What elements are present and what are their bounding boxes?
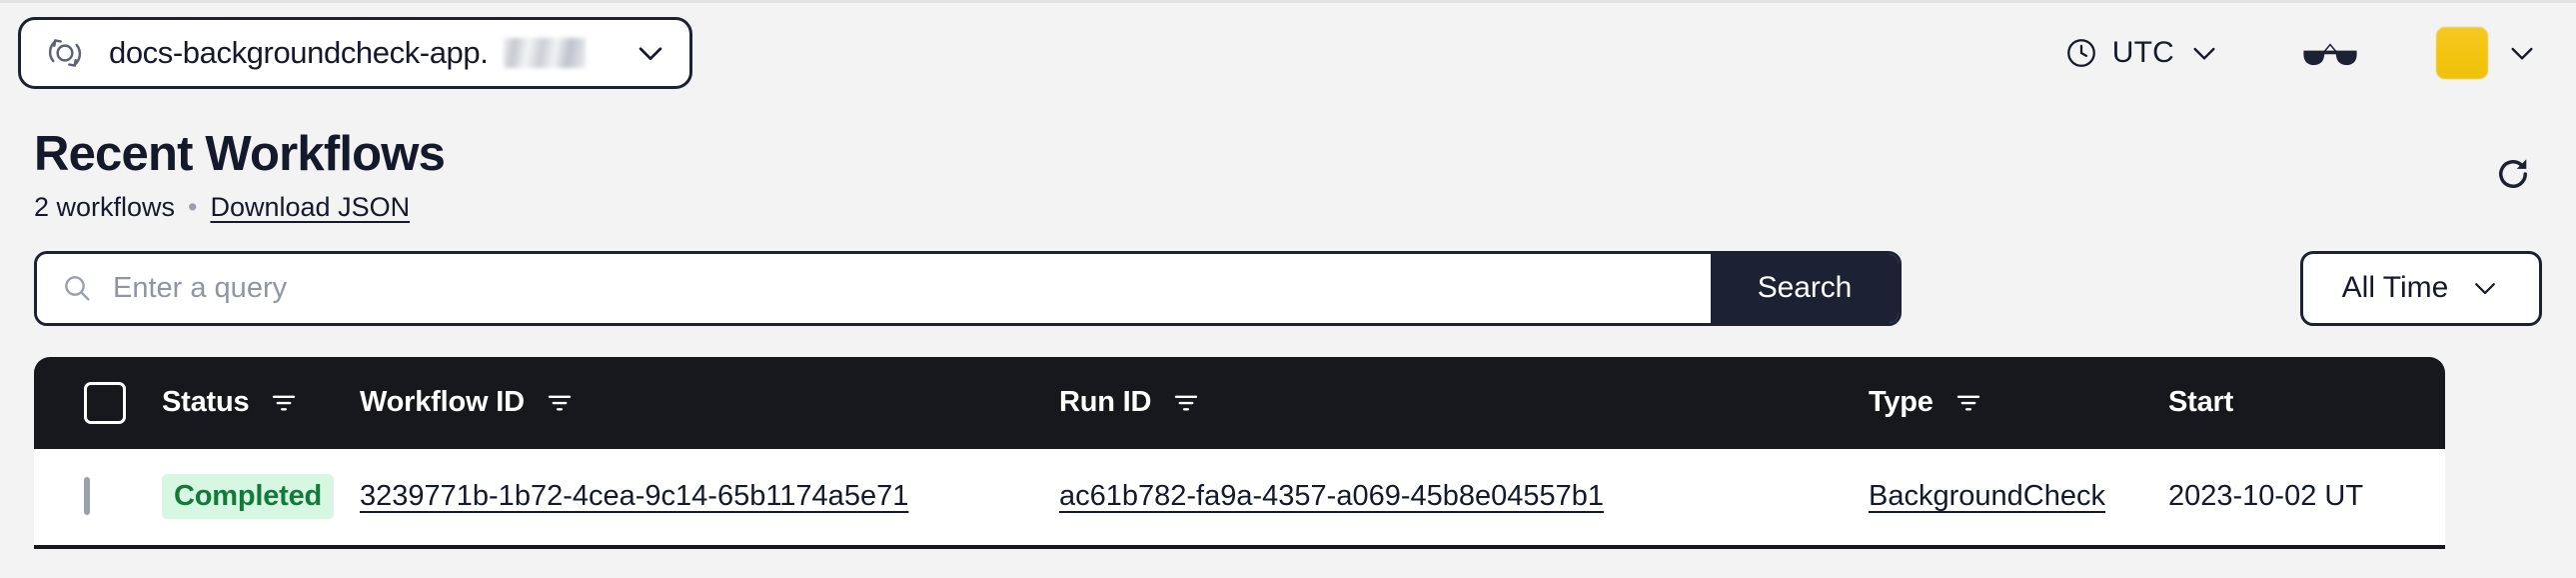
top-bar-right-controls: UTC <box>2050 23 2538 83</box>
page-title: Recent Workflows <box>34 127 446 181</box>
search-button[interactable]: Search <box>1711 253 1899 323</box>
column-header-status: Status <box>162 357 360 449</box>
filter-icon[interactable] <box>1953 388 1983 418</box>
cell-workflow-id: 3239771b-1b72-4cea-9c14-65b1174a5e71 <box>360 449 1059 547</box>
select-all-header <box>34 357 162 449</box>
cell-start: 2023-10-02 UT <box>2168 449 2445 547</box>
column-label-workflow-id: Workflow ID <box>360 386 525 419</box>
search-icon <box>61 272 93 304</box>
timezone-selector[interactable]: UTC <box>2050 26 2234 80</box>
column-label-status: Status <box>162 386 250 419</box>
download-json-link[interactable]: Download JSON <box>210 191 411 222</box>
table-row[interactable]: Completed 3239771b-1b72-4cea-9c14-65b117… <box>34 448 2445 547</box>
row-checkbox[interactable] <box>84 477 90 516</box>
3d-glasses-icon[interactable] <box>2282 23 2378 83</box>
chevron-down-icon <box>2188 37 2220 69</box>
column-label-start: Start <box>2168 386 2234 419</box>
workflow-type-link[interactable]: BackgroundCheck <box>1869 480 2105 513</box>
namespace-circular-arrows-icon <box>43 31 87 75</box>
chevron-down-icon <box>2506 37 2538 69</box>
user-menu[interactable] <box>2436 27 2538 79</box>
workflow-count: 2 workflows <box>34 191 176 222</box>
cell-type: BackgroundCheck <box>1869 449 2168 547</box>
column-header-run-id: Run ID <box>1059 357 1869 449</box>
top-bar: docs-backgroundcheck-app. UTC <box>0 0 2576 103</box>
page-content: Recent Workflows 2 workflows • Download … <box>0 103 2576 549</box>
column-header-start: Start <box>2168 357 2445 449</box>
select-all-checkbox[interactable] <box>84 381 126 424</box>
filter-icon[interactable] <box>1171 388 1201 418</box>
refresh-button[interactable] <box>2484 145 2542 203</box>
chevron-down-icon[interactable] <box>608 36 667 70</box>
cell-run-id: ac61b782-fa9a-4357-a069-45b8e04557b1 <box>1059 449 1869 547</box>
avatar <box>2436 27 2488 79</box>
time-range-label: All Time <box>2341 271 2449 305</box>
refresh-icon <box>2492 153 2534 195</box>
page-subtitle: 2 workflows • Download JSON <box>34 192 445 223</box>
search-row: Search All Time <box>34 250 2542 326</box>
status-badge: Completed <box>162 474 335 520</box>
time-range-selector[interactable]: All Time <box>2300 250 2542 326</box>
namespace-redacted-text <box>504 38 587 68</box>
workflows-table: Status Workflow ID <box>34 356 2445 549</box>
workflow-id-link[interactable]: 3239771b-1b72-4cea-9c14-65b1174a5e71 <box>360 480 909 513</box>
filter-icon[interactable] <box>269 388 299 418</box>
start-time-value: 2023-10-02 UT <box>2168 480 2364 513</box>
column-header-workflow-id: Workflow ID <box>360 357 1059 449</box>
filter-icon[interactable] <box>545 388 575 418</box>
clock-icon <box>2064 36 2098 70</box>
column-label-run-id: Run ID <box>1059 386 1152 419</box>
table-header-row: Status Workflow ID <box>34 356 2445 449</box>
search-input[interactable] <box>113 271 1689 305</box>
search-bar: Search <box>34 250 1902 326</box>
search-field[interactable] <box>37 253 1711 323</box>
separator-dot: • <box>188 191 198 222</box>
page-header: Recent Workflows 2 workflows • Download … <box>34 103 2542 223</box>
namespace-label: docs-backgroundcheck-app. <box>109 35 489 70</box>
column-header-type: Type <box>1869 357 2168 449</box>
column-label-type: Type <box>1869 386 1933 419</box>
run-id-link[interactable]: ac61b782-fa9a-4357-a069-45b8e04557b1 <box>1059 480 1605 513</box>
timezone-label: UTC <box>2111 36 2174 69</box>
namespace-selector[interactable]: docs-backgroundcheck-app. <box>18 17 693 89</box>
chevron-down-icon <box>2470 273 2500 303</box>
page-header-text: Recent Workflows 2 workflows • Download … <box>34 127 446 223</box>
row-select-cell <box>34 449 162 547</box>
cell-status: Completed <box>162 449 360 547</box>
